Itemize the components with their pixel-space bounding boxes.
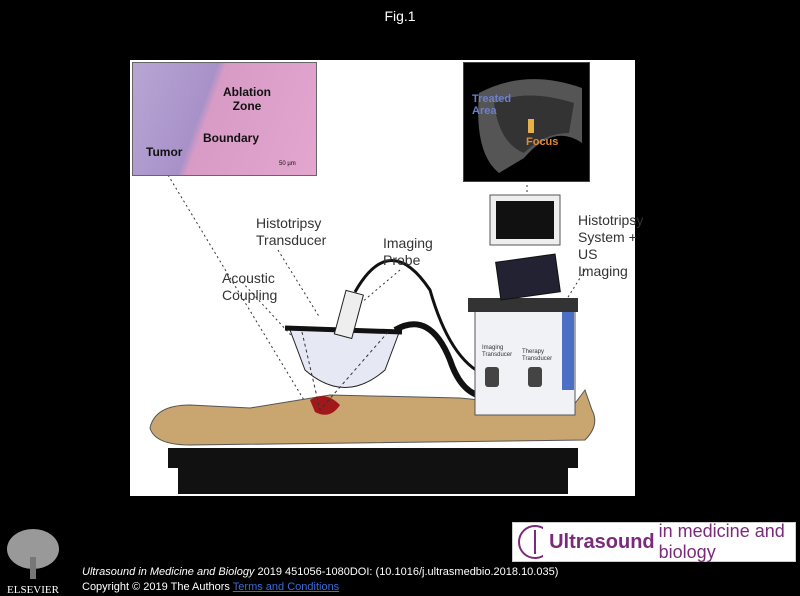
ultrasound-inset: Treated Area Focus <box>463 62 590 182</box>
citation: Ultrasound in Medicine and Biology 2019 … <box>82 566 559 578</box>
elsevier-logo: ELSEVIER <box>4 527 62 596</box>
imaging-probe <box>333 289 364 340</box>
label-imaging-transducer: Imaging Transducer <box>482 345 513 358</box>
label-focus: Focus <box>526 136 559 148</box>
leader-line-histology <box>167 174 311 411</box>
label-tumor: Tumor <box>146 145 183 159</box>
scale-bar-label: 50 µm <box>279 161 296 167</box>
probe-cable <box>353 259 486 377</box>
liver-target <box>310 396 340 415</box>
wfumb-emblem-icon <box>518 525 544 559</box>
label-therapy-transducer: Therapy Transducer <box>522 349 553 362</box>
terms-link[interactable]: Terms and Conditions <box>232 581 340 593</box>
system-screen <box>495 253 561 301</box>
label-ablation-zone: Ablation Zone <box>223 85 271 113</box>
label-boundary: Boundary <box>203 131 260 145</box>
elsevier-tree-icon <box>7 529 59 579</box>
copyright: Copyright © 2019 The Authors Terms and C… <box>82 581 340 593</box>
acoustic-coupling <box>289 329 401 388</box>
figure-title: Fig.1 <box>384 8 416 24</box>
label-treated-area: Treated Area <box>472 93 512 117</box>
control-panel <box>468 298 578 312</box>
ultrasound-image <box>478 79 582 173</box>
bed <box>168 448 578 468</box>
histology-inset: Ablation Zone Boundary Tumor 50 µm <box>132 62 317 176</box>
histotripsy-setup-illustration <box>149 174 596 494</box>
